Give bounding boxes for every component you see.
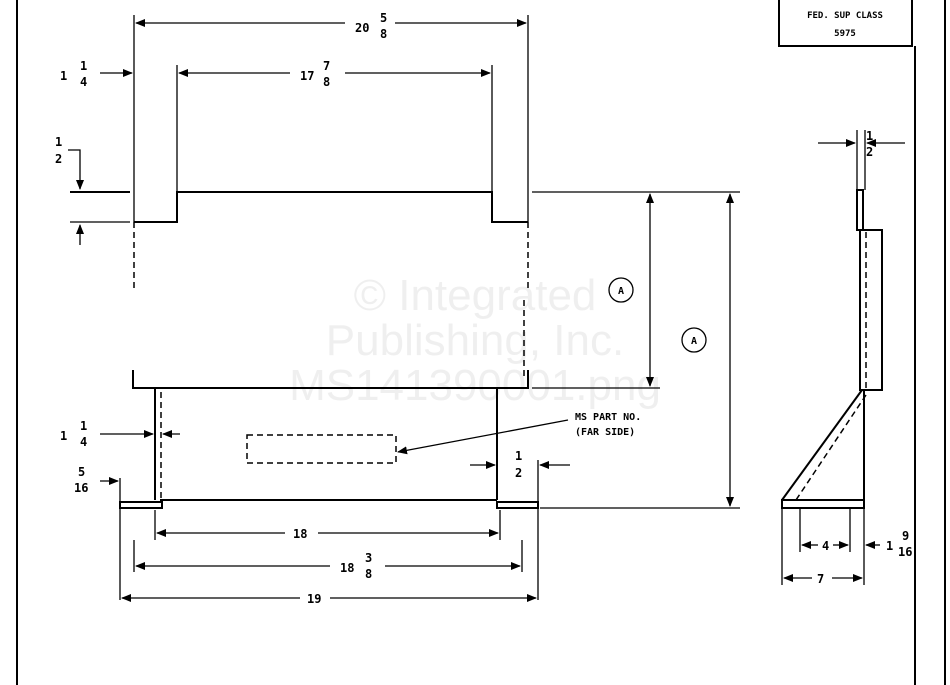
svg-text:8: 8 — [380, 27, 387, 41]
dim-side-offset: 1 9 16 — [865, 529, 912, 559]
svg-text:1: 1 — [515, 449, 522, 463]
svg-text:5: 5 — [78, 465, 85, 479]
svg-text:3: 3 — [365, 551, 372, 565]
dim-side-base-inner: 4 — [801, 539, 849, 553]
svg-text:18: 18 — [293, 527, 307, 541]
callout-part-no: MS PART NO. — [575, 412, 641, 423]
svg-text:2: 2 — [866, 145, 873, 159]
svg-text:5: 5 — [380, 11, 387, 25]
part-number-location — [246, 434, 397, 464]
svg-text:MS141390001.png: MS141390001.png — [289, 361, 661, 410]
svg-text:19: 19 — [307, 592, 321, 606]
title-block-class-label: FED. SUP CLASS — [807, 11, 883, 21]
svg-text:4: 4 — [80, 435, 87, 449]
svg-text:4: 4 — [80, 75, 87, 89]
svg-text:1: 1 — [60, 429, 67, 443]
svg-text:1: 1 — [866, 129, 873, 143]
svg-text:Publishing, Inc.: Publishing, Inc. — [326, 316, 624, 365]
callout-far-side: (FAR SIDE) — [575, 427, 635, 438]
title-block-class-number: 5975 — [834, 29, 856, 39]
dim-flange-height: 1 2 — [55, 135, 130, 245]
dim-overall-top: 20 5 8 — [135, 11, 527, 41]
dim-a-outer: A — [540, 193, 740, 509]
frame — [16, 0, 946, 685]
svg-text:2: 2 — [515, 466, 522, 480]
svg-text:9: 9 — [902, 529, 909, 543]
svg-text:2: 2 — [55, 152, 62, 166]
svg-text:1: 1 — [886, 539, 893, 553]
svg-text:20: 20 — [355, 21, 369, 35]
dim-overall-bottom: 19 — [121, 592, 537, 606]
svg-text:16: 16 — [74, 481, 88, 495]
dim-inner-top: 17 7 8 — [178, 59, 491, 89]
dim-a-inner: A — [608, 193, 654, 387]
svg-text:1: 1 — [80, 419, 87, 433]
svg-text:8: 8 — [365, 567, 372, 581]
title-block: FED. SUP CLASS 5975 — [778, 0, 913, 47]
dim-side-base: 7 — [783, 572, 863, 586]
svg-text:16: 16 — [898, 545, 912, 559]
dim-plate-thickness: 5 16 — [74, 465, 121, 600]
dim-inner-bottom: 18 — [154, 510, 501, 541]
svg-text:17: 17 — [300, 69, 314, 83]
svg-text:7: 7 — [817, 572, 824, 586]
svg-text:1: 1 — [80, 59, 87, 73]
svg-text:4: 4 — [822, 539, 829, 553]
dim-left-leg-top: 1 1 4 — [60, 59, 133, 89]
svg-text:A: A — [691, 336, 697, 347]
svg-text:A: A — [618, 286, 624, 297]
dim-right-gap: 1 2 — [470, 449, 570, 600]
dim-mid-bottom: 18 3 8 — [133, 540, 523, 581]
svg-text:7: 7 — [323, 59, 330, 73]
svg-text:18: 18 — [340, 561, 354, 575]
dim-side-thickness: 1 2 — [818, 129, 905, 159]
svg-text:1: 1 — [55, 135, 62, 149]
svg-text:8: 8 — [323, 75, 330, 89]
side-view — [781, 130, 883, 585]
dim-left-leg-bottom: 1 1 4 — [60, 419, 180, 449]
front-view: MS PART NO. (FAR SIDE) — [70, 15, 740, 509]
svg-text:1: 1 — [60, 69, 67, 83]
svg-text:© Integrated: © Integrated — [354, 271, 597, 320]
watermark: © Integrated Publishing, Inc. MS14139000… — [289, 271, 661, 410]
